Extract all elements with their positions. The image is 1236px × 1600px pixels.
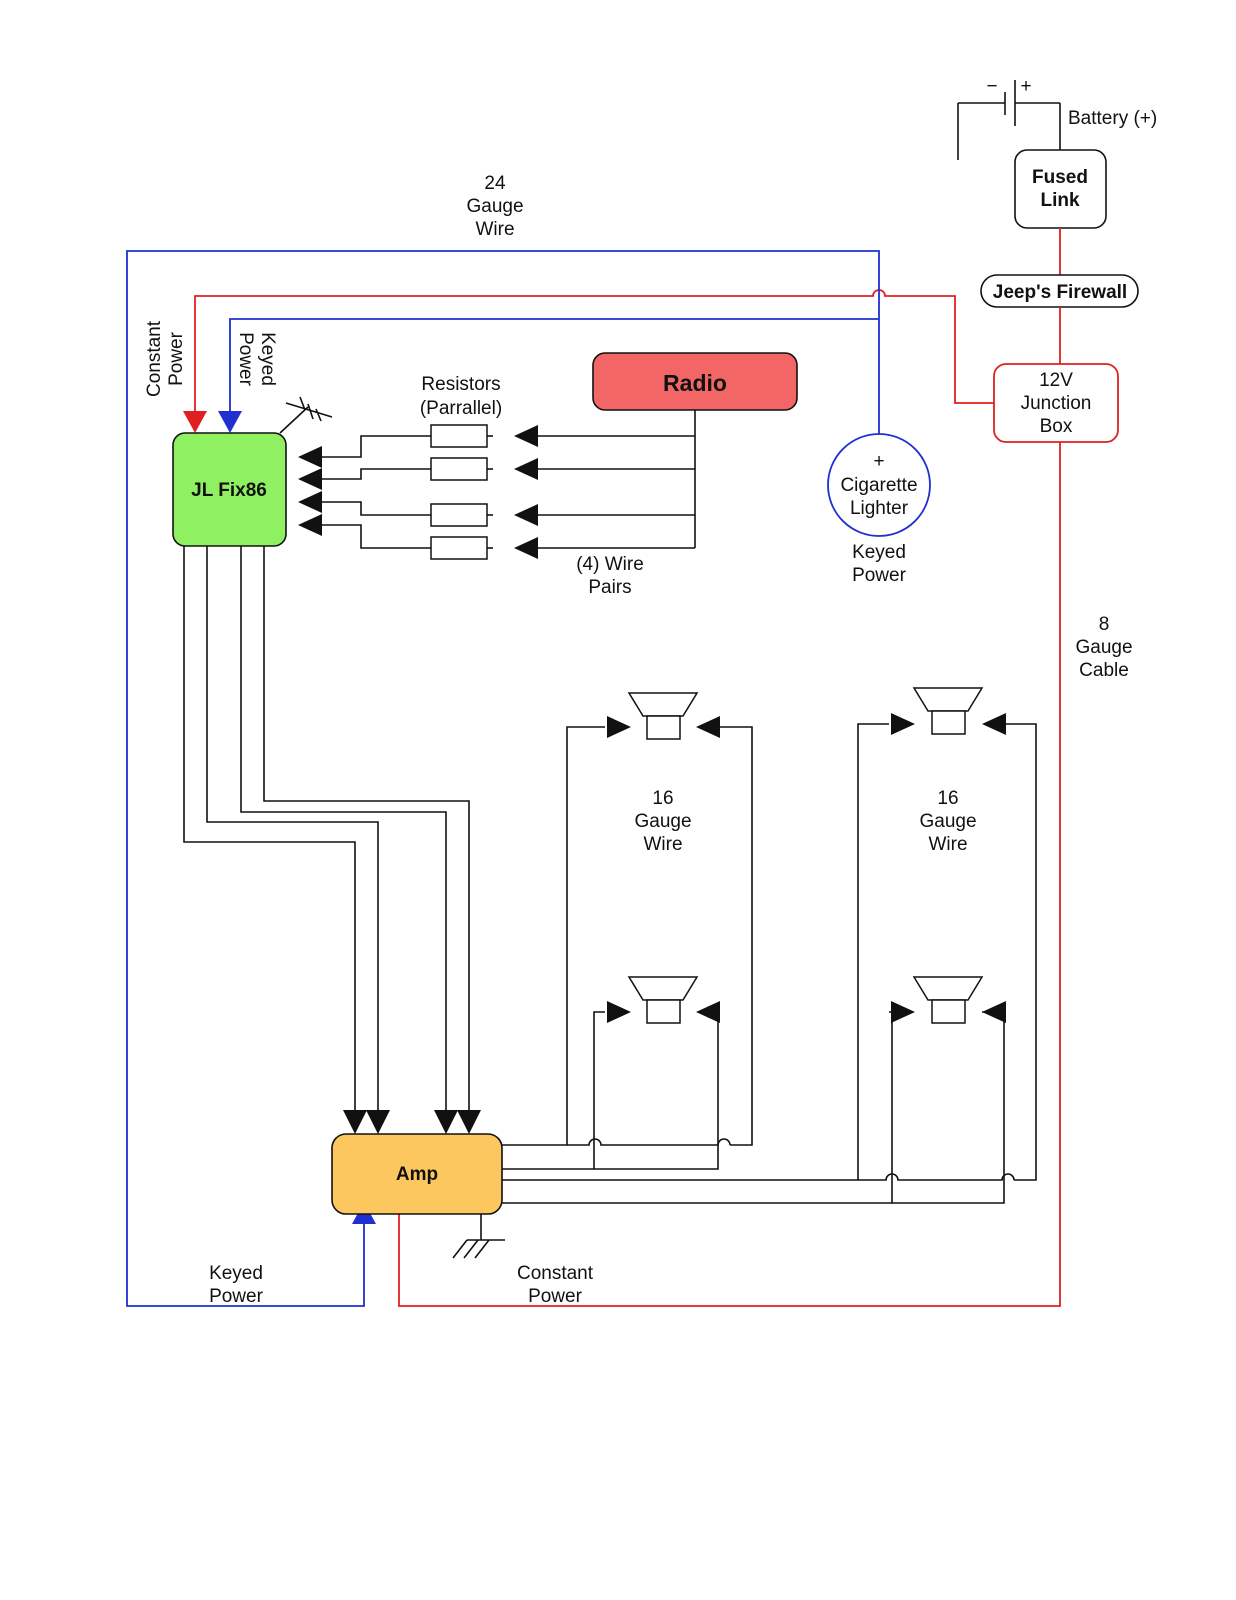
constant-power-arrow <box>183 411 207 433</box>
constant-power-vertical-label-1: Constant <box>144 320 165 397</box>
resistors-label-1: Resistors <box>421 374 500 395</box>
keyed-power-wire-jl <box>229 318 879 412</box>
battery-symbol: − + <box>957 76 1061 160</box>
amp-ground-symbol <box>452 1214 505 1259</box>
wire-pairs-label-2: Pairs <box>588 577 631 598</box>
junction-box-label-3: Box <box>1040 416 1073 437</box>
gauge-16-right-label-1: 16 <box>937 788 958 809</box>
radio-output-wires <box>514 425 695 559</box>
speaker-top-right <box>891 687 1006 735</box>
speaker-bottom-right <box>891 976 1006 1024</box>
gauge-16-right-label-3: Wire <box>928 834 967 855</box>
gauge-8-label-1: 8 <box>1099 614 1110 635</box>
resistor-array <box>298 424 493 560</box>
amp-label: Amp <box>396 1164 438 1185</box>
jl-fix86-label: JL Fix86 <box>191 480 267 501</box>
fused-link-box: Fused Link <box>1014 149 1107 229</box>
gauge-8-label-2: Gauge <box>1075 637 1132 658</box>
keyed-power-arrow <box>218 411 242 433</box>
gauge-8-label-3: Cable <box>1079 660 1129 681</box>
constant-power-vertical-label-2: Power <box>166 331 187 386</box>
gauge-16-left-label-1: 16 <box>652 788 673 809</box>
jl-fix86-box: JL Fix86 <box>172 432 287 547</box>
lighter-label-2: Cigarette <box>840 475 917 496</box>
lighter-keyed-power-label-1: Keyed <box>852 542 906 563</box>
gauge-16-left-label-2: Gauge <box>634 811 691 832</box>
constant-power-wire-jl <box>194 289 994 412</box>
jl-ground-symbol <box>279 396 333 434</box>
gauge-24-label-3: Wire <box>475 219 514 240</box>
wire-pairs-label-1: (4) Wire <box>576 554 644 575</box>
amp-keyed-power-label-1: Keyed <box>209 1263 263 1284</box>
radio-box: Radio <box>592 352 798 411</box>
cigarette-lighter: + Cigarette Lighter <box>827 433 931 537</box>
gauge-24-label-2: Gauge <box>466 196 523 217</box>
gauge-16-right-label-2: Gauge <box>919 811 976 832</box>
lighter-label-3: Lighter <box>850 498 909 519</box>
speaker-wiring-left <box>502 726 753 1170</box>
resistors-label-2: (Parrallel) <box>420 398 502 419</box>
battery-minus-sign: − <box>986 76 997 97</box>
lighter-keyed-power-label-2: Power <box>852 565 907 586</box>
junction-box: 12V Junction Box <box>993 363 1119 443</box>
speaker-top-left <box>607 692 720 740</box>
firewall-label: Jeep's Firewall <box>993 282 1127 303</box>
gauge-24-label-1: 24 <box>484 173 506 194</box>
fused-link-label-2: Link <box>1040 190 1079 211</box>
amp-constant-power-label-1: Constant <box>517 1263 594 1284</box>
junction-box-label-2: Junction <box>1021 393 1092 414</box>
battery-label: Battery (+) <box>1068 108 1157 129</box>
jl-to-amp-wires <box>183 546 481 1134</box>
junction-box-label-1: 12V <box>1039 370 1073 391</box>
amp-constant-power-label-2: Power <box>528 1286 583 1307</box>
gauge-16-left-label-3: Wire <box>643 834 682 855</box>
radio-label: Radio <box>663 370 727 396</box>
keyed-power-vertical-label-1: Keyed <box>257 332 278 386</box>
amp-box: Amp <box>331 1133 503 1215</box>
keyed-power-wire-amp <box>126 250 880 1307</box>
constant-power-cable-amp <box>398 442 1061 1307</box>
fused-link-label-1: Fused <box>1032 167 1088 188</box>
keyed-power-vertical-label-2: Power <box>235 332 256 387</box>
lighter-label-1: + <box>873 451 884 472</box>
battery-plus-sign: + <box>1020 76 1031 97</box>
speaker-bottom-left <box>607 976 720 1024</box>
amp-keyed-power-label-2: Power <box>209 1286 264 1307</box>
firewall-label-box: Jeep's Firewall <box>980 274 1139 308</box>
